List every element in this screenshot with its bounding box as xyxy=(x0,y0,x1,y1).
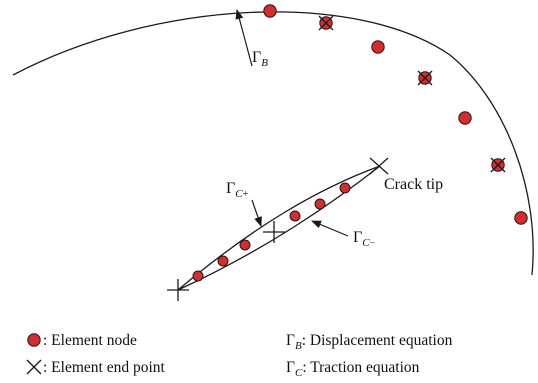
crack-upper-pointer-arrow xyxy=(251,199,262,227)
boundary-node xyxy=(371,40,385,54)
crack-end-point xyxy=(263,221,285,243)
crack-node xyxy=(192,270,204,282)
boundary-elements xyxy=(263,4,528,225)
boundary-end-point xyxy=(490,157,506,173)
boundary-end-point xyxy=(417,70,433,86)
crack-elements xyxy=(167,157,389,301)
boundary-label: ΓB xyxy=(252,49,268,69)
boundary-node xyxy=(514,211,528,225)
legend-node-icon xyxy=(27,333,41,347)
crack-node xyxy=(217,255,229,267)
crack-lower-label: ΓC− xyxy=(353,229,376,249)
crack-node xyxy=(339,182,351,194)
crack-tip-label: Crack tip xyxy=(384,176,443,193)
boundary-node xyxy=(458,111,472,125)
crack-tip-end-point xyxy=(369,157,389,175)
crack-upper-label: ΓC+ xyxy=(226,180,249,200)
legend-end-point-label: : Element end point xyxy=(43,359,166,376)
boundary-node xyxy=(263,4,277,18)
legend-displacement: ΓB: Displacement equation xyxy=(286,332,453,352)
outer-boundary-arc xyxy=(12,11,534,276)
crack-node xyxy=(239,239,251,251)
crack-contour xyxy=(177,165,381,291)
crack-node xyxy=(314,198,326,210)
crack-end-point xyxy=(167,279,189,301)
crack-node xyxy=(289,210,301,222)
boundary-pointer-arrow xyxy=(235,9,253,67)
legend: : Element node : Element end point ΓB: D… xyxy=(26,332,453,379)
crack-lower-pointer-arrow xyxy=(311,220,349,237)
legend-node-label: : Element node xyxy=(43,332,137,349)
legend-end-point-icon xyxy=(26,359,42,375)
legend-traction: ΓC: Traction equation xyxy=(286,359,420,379)
boundary-end-point xyxy=(318,15,334,31)
